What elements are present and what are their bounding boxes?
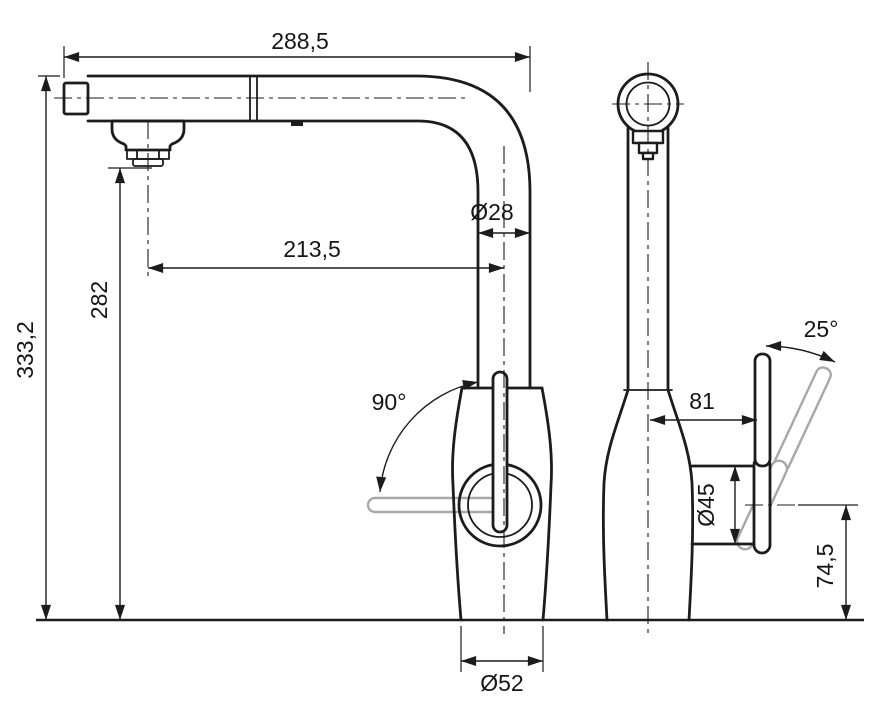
dim-handle-rotation: 90° (372, 379, 479, 493)
dim-base-diameter-label: Ø52 (480, 670, 523, 696)
spray-head-body (110, 119, 186, 152)
dim-handle-tilt-label: 25° (804, 316, 839, 342)
dim-joint-diameter: Ø45 (693, 466, 741, 544)
tilt-arc (765, 341, 836, 363)
hose-clip-detail (291, 121, 303, 126)
handle-lever-rotated-side (366, 496, 508, 514)
dim-overall-height: 333,2 (12, 75, 60, 620)
side-view (62, 74, 553, 622)
dim-handle-height: 74,5 (798, 504, 858, 620)
rotation-arc (376, 379, 479, 493)
spray-aerator-ticks (136, 149, 160, 160)
body-right-contour-front (666, 388, 695, 622)
dim-spout-height: 282 (86, 167, 152, 620)
centerlines (54, 62, 805, 634)
front-view (601, 72, 832, 622)
dim-handle-height-label: 74,5 (812, 544, 838, 589)
dim-spout-reach: 213,5 (148, 236, 504, 274)
dim-spout-reach-label: 213,5 (283, 236, 341, 262)
dim-handle-offset-label: 81 (689, 388, 715, 414)
dim-handle-tilt: 25° (765, 316, 839, 363)
faucet-outline-side (62, 74, 553, 622)
spout-outer-contour (86, 74, 532, 390)
dim-base-diameter: Ø52 (460, 626, 544, 696)
dim-handle-offset: 81 (650, 388, 757, 426)
dim-overall-width-label: 288,5 (271, 28, 329, 54)
dim-spout-diameter-label: Ø28 (470, 199, 513, 225)
dim-spout-height-label: 282 (86, 281, 112, 319)
body-right-contour (540, 386, 553, 622)
dim-spout-diameter: Ø28 (470, 199, 530, 239)
dim-overall-height-label: 333,2 (12, 321, 38, 379)
handle-lever-upright-front (753, 352, 772, 468)
dim-overall-width: 288,5 (63, 28, 531, 92)
spout-inner-contour (86, 119, 480, 390)
handle-alt-position-90 (366, 496, 508, 514)
dimensions: 288,5 333,2 282 213,5 Ø28 90° (12, 28, 858, 696)
handle-lever-tilted-front (773, 366, 832, 472)
handle-alt-position-25 (735, 366, 832, 551)
handle-lever-upright-side (491, 370, 509, 534)
dim-handle-rotation-label: 90° (372, 389, 407, 415)
body-left-contour-front (601, 388, 630, 622)
dim-joint-diameter-label: Ø45 (693, 483, 719, 526)
